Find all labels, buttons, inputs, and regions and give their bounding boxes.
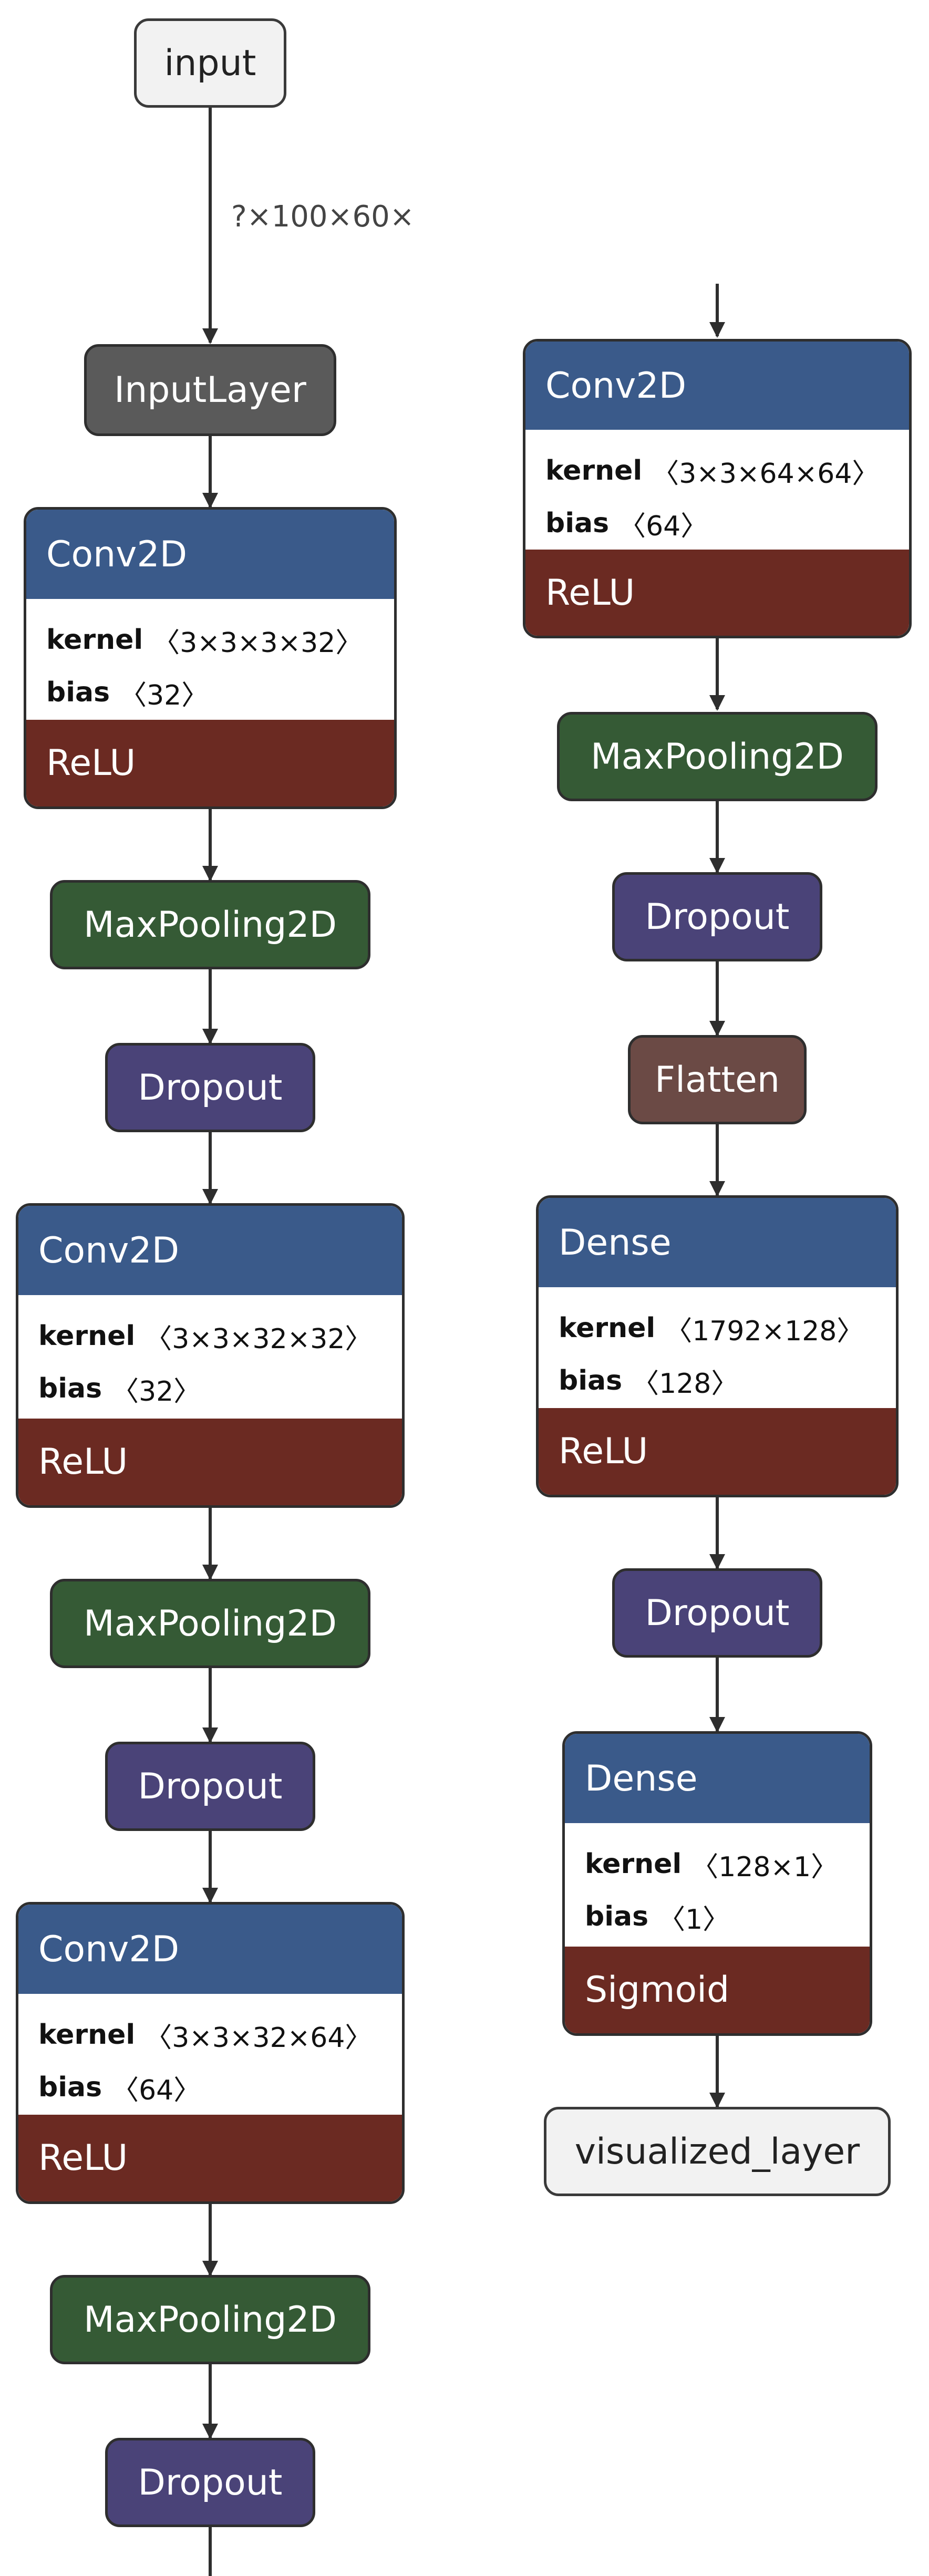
kernel-value: 〈1792×128〉 xyxy=(665,1315,864,1347)
conv2d-block-1[interactable]: Conv2D kernel 〈3×3×3×32〉 bias 〈32〉 ReLU xyxy=(24,507,397,809)
conv2d-title: Conv2D xyxy=(18,1905,402,1994)
kernel-value: 〈3×3×32×32〉 xyxy=(144,1323,373,1355)
kernel-value: 〈3×3×3×32〉 xyxy=(152,627,363,659)
activation-label: Sigmoid xyxy=(565,1947,870,2033)
kernel-key: kernel xyxy=(38,1320,136,1352)
dropout-node-5[interactable]: Dropout xyxy=(612,1568,822,1658)
bias-value: 〈1〉 xyxy=(658,1903,730,1936)
bias-key: bias xyxy=(38,1373,102,1404)
dense-title: Dense xyxy=(565,1734,870,1823)
kernel-key: kernel xyxy=(46,624,143,656)
activation-label: ReLU xyxy=(539,1408,896,1495)
conv2d-title: Conv2D xyxy=(18,1206,402,1295)
dense-params: kernel 〈1792×128〉 bias 〈128〉 xyxy=(539,1287,896,1408)
bias-key: bias xyxy=(545,508,610,540)
flatten-node[interactable]: Flatten xyxy=(628,1035,807,1124)
bias-value: 〈32〉 xyxy=(119,679,209,711)
kernel-key: kernel xyxy=(585,1848,682,1880)
bias-value: 〈64〉 xyxy=(618,510,708,542)
bias-key: bias xyxy=(585,1901,649,1932)
dropout-node-2[interactable]: Dropout xyxy=(105,1742,315,1831)
activation-label: ReLU xyxy=(18,1419,402,1505)
conv2d-params: kernel 〈3×3×3×32〉 bias 〈32〉 xyxy=(26,599,394,720)
visualized-layer-node[interactable]: visualized_layer xyxy=(544,2107,891,2196)
activation-label: ReLU xyxy=(525,550,909,636)
dense-title: Dense xyxy=(539,1198,896,1287)
conv2d-title: Conv2D xyxy=(525,342,909,430)
dropout-node-1[interactable]: Dropout xyxy=(105,1043,315,1132)
maxpooling2d-node-3[interactable]: MaxPooling2D xyxy=(50,2275,370,2364)
kernel-key: kernel xyxy=(559,1312,656,1344)
maxpooling2d-node-4[interactable]: MaxPooling2D xyxy=(557,712,878,801)
kernel-value: 〈128×1〉 xyxy=(691,1851,839,1883)
conv2d-title: Conv2D xyxy=(26,510,394,599)
kernel-value: 〈3×3×32×64〉 xyxy=(144,2022,373,2054)
tensor-shape-label: ?×100×60× xyxy=(231,200,415,234)
conv2d-block-4[interactable]: Conv2D kernel 〈3×3×64×64〉 bias〈64〉 ReLU xyxy=(523,339,912,638)
bias-key: bias xyxy=(559,1365,623,1396)
conv2d-params: kernel〈3×3×32×64〉 bias 〈64〉 xyxy=(18,1994,402,2115)
dense-block-2[interactable]: Dense kernel 〈128×1〉 bias 〈1〉 Sigmoid xyxy=(562,1731,872,2036)
bias-value: 〈64〉 xyxy=(111,2074,201,2106)
conv2d-block-3[interactable]: Conv2D kernel〈3×3×32×64〉 bias 〈64〉 ReLU xyxy=(16,1902,405,2204)
dense-params: kernel 〈128×1〉 bias 〈1〉 xyxy=(565,1823,870,1947)
kernel-key: kernel xyxy=(545,455,643,487)
conv2d-params: kernel〈3×3×32×32〉 bias 〈32〉 xyxy=(18,1295,402,1419)
bias-key: bias xyxy=(38,2072,102,2103)
bias-value: 〈32〉 xyxy=(111,1375,201,1408)
dropout-node-4[interactable]: Dropout xyxy=(612,872,822,961)
bias-key: bias xyxy=(46,677,110,708)
kernel-value: 〈3×3×64×64〉 xyxy=(652,458,880,490)
activation-label: ReLU xyxy=(18,2115,402,2201)
conv2d-block-2[interactable]: Conv2D kernel〈3×3×32×32〉 bias 〈32〉 ReLU xyxy=(16,1203,405,1508)
dense-block-1[interactable]: Dense kernel 〈1792×128〉 bias 〈128〉 ReLU xyxy=(536,1195,899,1497)
conv2d-params: kernel 〈3×3×64×64〉 bias〈64〉 xyxy=(525,430,909,550)
input-node[interactable]: input xyxy=(134,18,286,108)
maxpooling2d-node-2[interactable]: MaxPooling2D xyxy=(50,1579,370,1668)
dropout-node-3[interactable]: Dropout xyxy=(105,2438,315,2527)
bias-value: 〈128〉 xyxy=(632,1368,739,1400)
activation-label: ReLU xyxy=(26,720,394,806)
maxpooling2d-node-1[interactable]: MaxPooling2D xyxy=(50,880,370,969)
kernel-key: kernel xyxy=(38,2019,136,2051)
inputlayer-node[interactable]: InputLayer xyxy=(84,344,336,436)
